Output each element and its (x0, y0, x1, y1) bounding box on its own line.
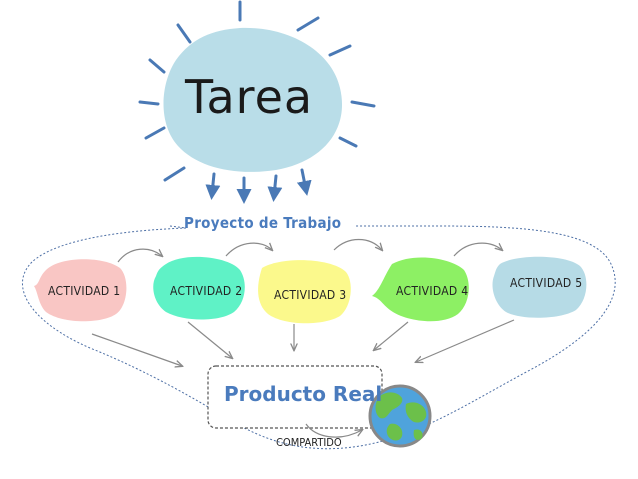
activity-3-label: ACTIVIDAD 3 (274, 288, 347, 302)
activity-1-blob (34, 259, 127, 322)
sun-down-rays (205, 168, 312, 204)
sun-rays (138, 0, 376, 182)
activity-2-label: ACTIVIDAD 2 (170, 284, 243, 298)
shared-arrow (305, 423, 362, 438)
activity-2-blob (153, 256, 245, 320)
activity-5-label: ACTIVIDAD 5 (510, 276, 583, 290)
project-outline (22, 225, 616, 450)
activity-sequence-arrows (117, 238, 502, 263)
globe-icon (368, 384, 432, 448)
product-label: Producto Real (224, 382, 383, 406)
product-box (207, 365, 383, 429)
project-label: Proyecto de Trabajo (184, 214, 342, 232)
activity-1-label: ACTIVIDAD 1 (48, 284, 121, 298)
activity-4-label: ACTIVIDAD 4 (396, 284, 469, 298)
activity-5-blob (492, 256, 587, 318)
shared-label: COMPARTIDO (276, 436, 342, 449)
activity-to-product-arrows (91, 319, 515, 366)
sun-icon (163, 27, 343, 172)
task-label: Tarea (185, 70, 314, 124)
activity-3-blob (258, 260, 351, 324)
activity-4-blob (372, 257, 469, 322)
